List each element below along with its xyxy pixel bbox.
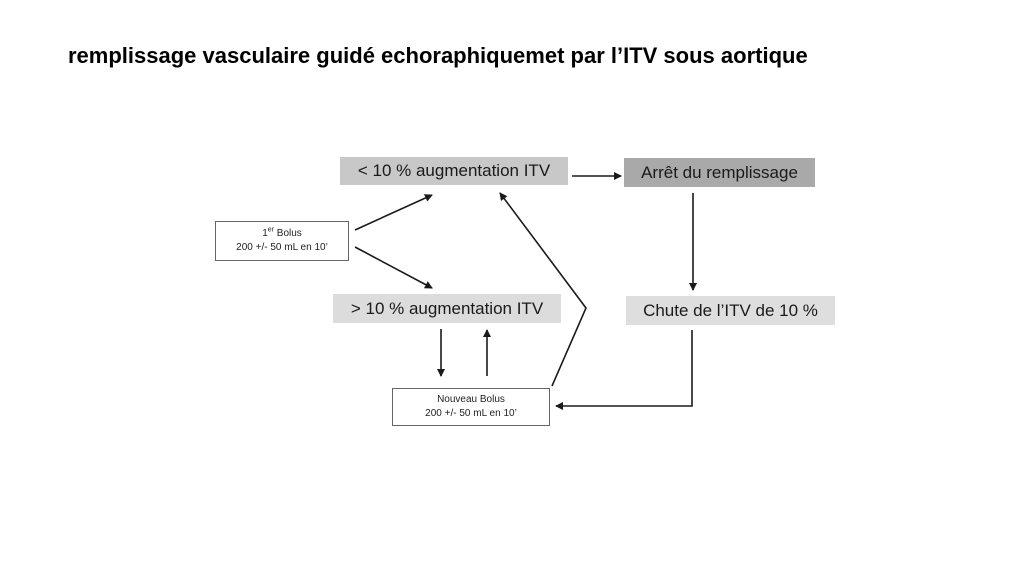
arrow-nouveau-to-lt10 [499, 192, 587, 387]
arrow-bolus1-to-lt10 [354, 194, 433, 231]
first-bolus-box: 1er Bolus 200 +/- 50 mL en 10’ [215, 221, 349, 261]
stop-filling-box: Arrêt du remplissage [624, 158, 815, 187]
arrow-bolus1-to-gt10 [354, 246, 433, 289]
new-bolus-label: Nouveau Bolus [437, 394, 505, 405]
slide-title: remplissage vasculaire guidé echoraphiqu… [68, 43, 808, 68]
first-bolus-label: 1er Bolus [262, 226, 302, 239]
arrow-chute-to-nouveau [555, 330, 693, 410]
new-bolus-dose: 200 +/- 50 mL en 10’ [425, 408, 517, 419]
new-bolus-box: Nouveau Bolus 200 +/- 50 mL en 10’ [392, 388, 550, 426]
itv-drop-box: Chute de l’ITV de 10 % [626, 296, 835, 325]
gt10-increase-box: > 10 % augmentation ITV [333, 294, 561, 323]
lt10-increase-box: < 10 % augmentation ITV [340, 157, 568, 185]
first-bolus-dose: 200 +/- 50 mL en 10’ [236, 242, 328, 253]
